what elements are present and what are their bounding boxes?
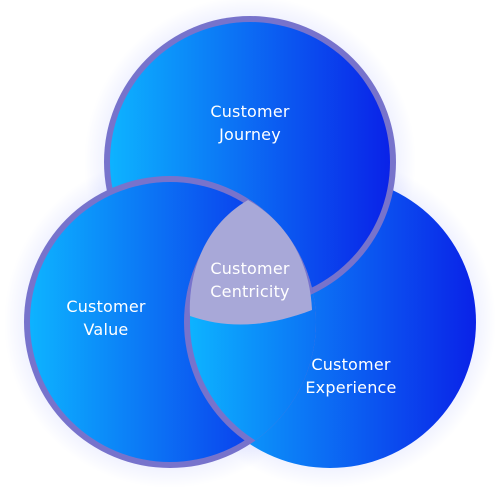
label-customer-value: Customer Value (66, 297, 146, 339)
label-customer-centricity: Customer Centricity (210, 259, 290, 301)
label-customer-journey: Customer Journey (210, 102, 290, 144)
center-fill (189, 200, 312, 325)
label-customer-experience: Customer Experience (305, 355, 397, 397)
